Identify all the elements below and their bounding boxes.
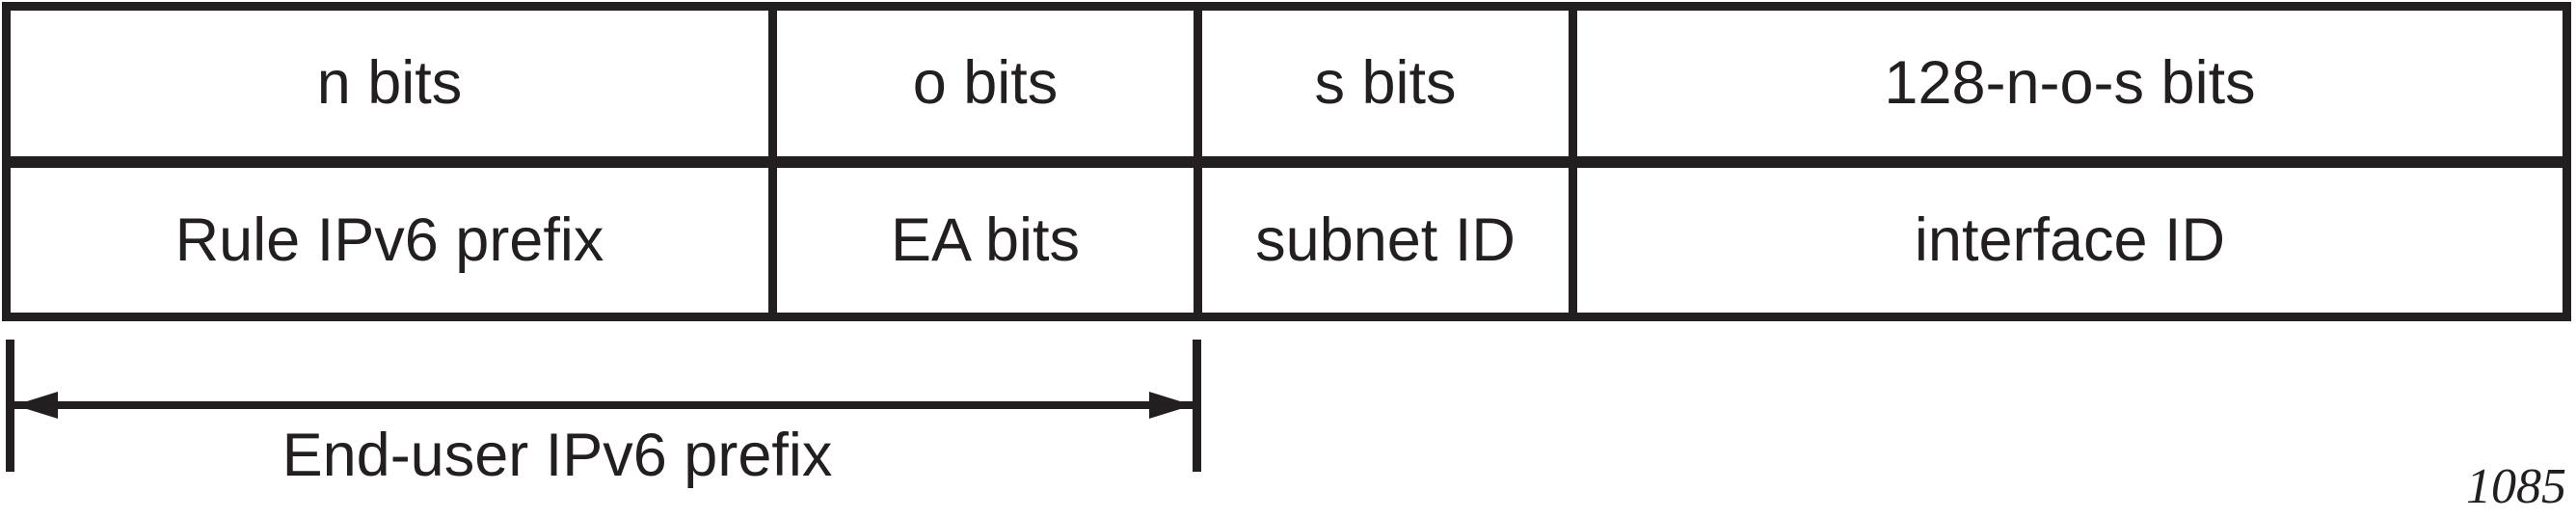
arrow-right-head-icon (1149, 392, 1193, 419)
cell-n-bits: n bits (11, 11, 768, 156)
end-user-prefix-left-tick (6, 340, 14, 472)
end-user-prefix-arrow-line (13, 401, 1194, 409)
cell-ea-bits: EA bits (777, 168, 1194, 313)
cell-interface-id: interface ID (1577, 168, 2563, 313)
end-user-prefix-right-tick (1193, 340, 1201, 472)
cell-s-bits: s bits (1202, 11, 1569, 156)
figure-number: 1085 (2466, 459, 2566, 514)
address-format-table: n bits o bits s bits 128-n-o-s bits Rule… (2, 2, 2571, 321)
arrow-left-head-icon (14, 392, 58, 419)
cell-subnet-id: subnet ID (1202, 168, 1569, 313)
cell-128-n-o-s-bits: 128-n-o-s bits (1577, 11, 2563, 156)
cell-rule-ipv6-prefix: Rule IPv6 prefix (11, 168, 768, 313)
end-user-prefix-label: End-user IPv6 prefix (282, 422, 833, 489)
cell-o-bits: o bits (777, 11, 1194, 156)
